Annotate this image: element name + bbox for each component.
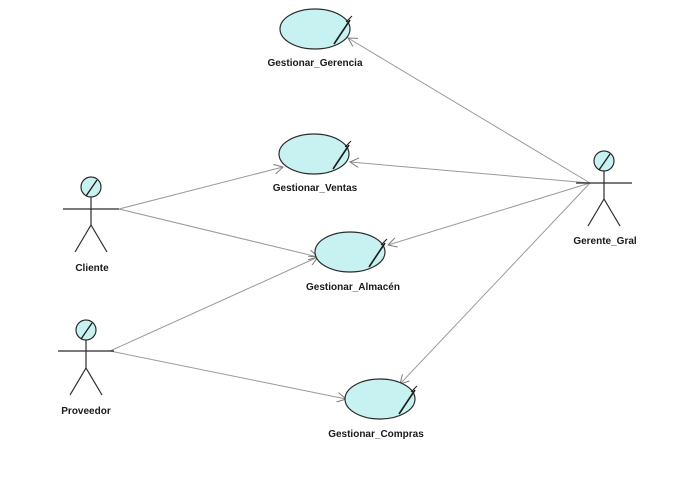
actor-label: Cliente	[75, 263, 109, 274]
association-proveedor-almacen	[109, 257, 318, 352]
association-proveedor-compras	[109, 350, 346, 399]
use-case-gestionar-gerencia[interactable]: Gestionar_Gerencia	[267, 8, 363, 69]
use-case-label: Gestionar_Compras	[328, 429, 424, 440]
use-case-label: Gestionar_Gerencia	[267, 58, 362, 69]
association-gerente-almacen	[388, 182, 591, 245]
association-cliente-almacen	[118, 208, 318, 257]
actor-proveedor[interactable]: Proveedor	[58, 319, 114, 417]
association-gerente-ventas	[350, 162, 591, 184]
use-case-gestionar-ventas[interactable]: Gestionar_Ventas	[273, 133, 358, 194]
association-lines	[109, 38, 591, 399]
association-gerente-gerencia	[348, 38, 591, 184]
use-case-label: Gestionar_Almacén	[306, 282, 400, 293]
association-cliente-ventas	[118, 167, 283, 210]
actor-label: Gerente_Gral	[573, 236, 637, 247]
actor-cliente[interactable]: Cliente	[63, 176, 119, 274]
use-case-gestionar-compras[interactable]: Gestionar_Compras	[328, 378, 424, 440]
use-case-gestionar-almacen[interactable]: Gestionar_Almacén	[306, 231, 400, 293]
association-gerente-compras	[400, 182, 591, 384]
use-case-label: Gestionar_Ventas	[273, 183, 358, 194]
actor-label: Proveedor	[61, 406, 111, 417]
actor-gerente-gral[interactable]: Gerente_Gral	[573, 150, 637, 247]
